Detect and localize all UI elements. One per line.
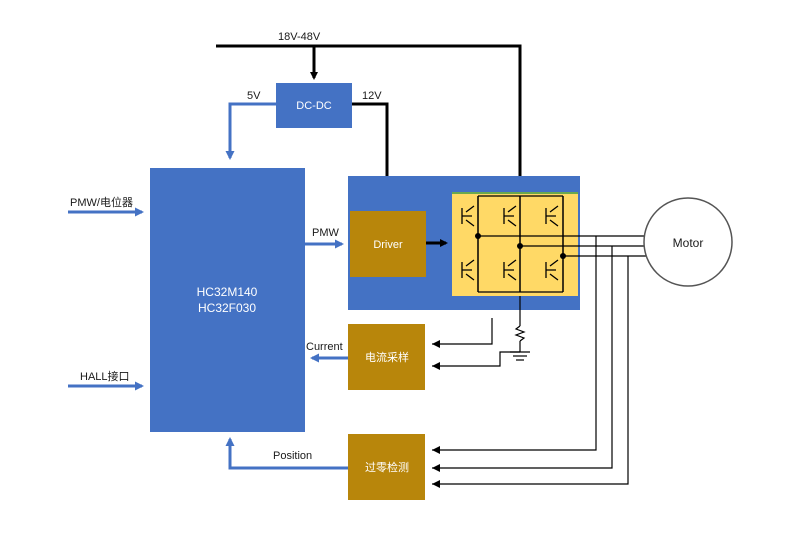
5v-label: 5V	[247, 90, 261, 102]
dcdc-block	[276, 83, 352, 128]
driver-label: Driver	[373, 239, 403, 251]
dcdc-label: DC-DC	[296, 100, 331, 112]
12v-label: 12V	[362, 90, 382, 102]
zero-cross-label: 过零检测	[365, 460, 409, 474]
hall-label: HALL接口	[80, 370, 130, 383]
mcu-label-2: HC32F030	[198, 301, 256, 315]
motor-label: Motor	[673, 236, 704, 250]
current-sense-block	[348, 324, 425, 390]
current-sense-label: 电流采样	[365, 350, 409, 364]
current-label: Current	[306, 341, 343, 353]
position-arrow	[225, 437, 348, 470]
power-input-line	[216, 44, 524, 192]
driver-block	[350, 211, 426, 277]
voltage-input-label: 18V-48V	[278, 31, 321, 43]
mcu-label-1: HC32M140	[197, 285, 258, 299]
pmw-label: PMW	[312, 227, 340, 239]
pmw-pot-label: PMW/电位器	[70, 195, 133, 209]
phase-wires	[432, 235, 650, 485]
mcu-block	[150, 168, 305, 432]
motor-symbol	[643, 197, 733, 287]
position-label: Position	[273, 450, 312, 462]
5v-line	[225, 102, 276, 160]
inverter-bridge	[452, 192, 578, 296]
12v-line	[352, 102, 391, 208]
zero-cross-block	[348, 434, 425, 500]
shunt-resistor	[432, 296, 530, 367]
